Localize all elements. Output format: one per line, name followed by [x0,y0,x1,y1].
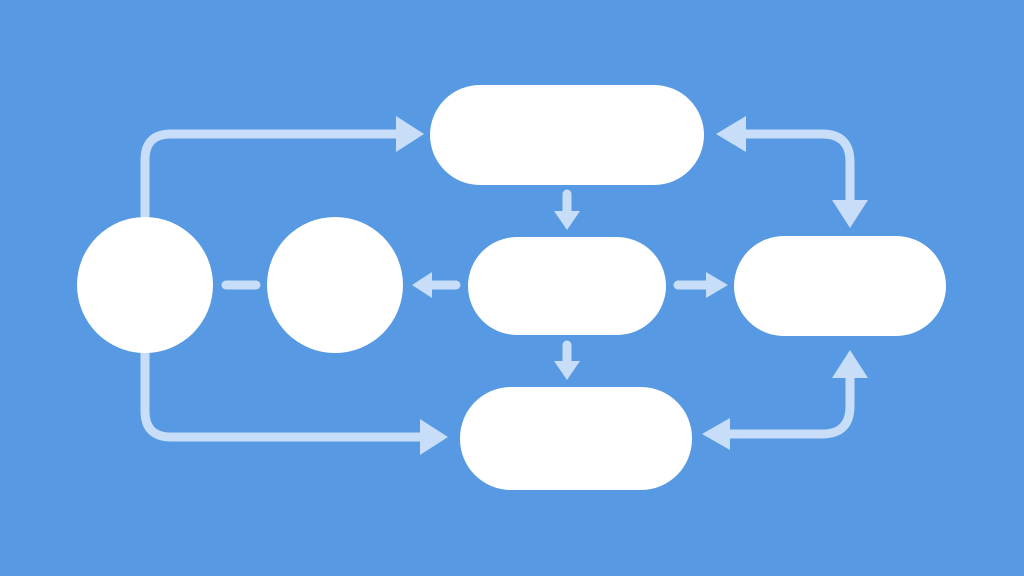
arrowhead-pill-bottom-right [702,418,730,450]
node-circle-left [77,217,213,353]
edge-circle-left-to-pill-bottom [140,347,425,442]
node-pill-bottom [460,387,692,490]
node-pill-top [430,85,704,185]
arrowhead-pill-bottom-left [420,419,448,455]
edge-circle-left-to-pill-top [140,129,405,221]
arrowhead-pill-right-bottom [832,350,868,378]
connectors [140,116,868,455]
nodes [77,85,946,490]
arrowhead-pill-top-right [716,116,746,152]
node-pill-center [468,237,666,335]
arrowhead-pill-center-top [554,211,580,230]
edge-pill-top-to-pill-right [735,129,855,209]
arrowhead-pill-bottom-top [554,361,580,380]
node-pill-right [734,236,946,336]
node-circle-mid [267,217,403,353]
edge-pill-bottom-to-pill-right [725,369,855,439]
arrowhead-pill-right-top [832,200,868,228]
arrowhead-circle-mid [412,272,432,298]
arrowhead-pill-top-left [396,116,424,152]
arrowhead-pill-right-left [706,272,728,298]
